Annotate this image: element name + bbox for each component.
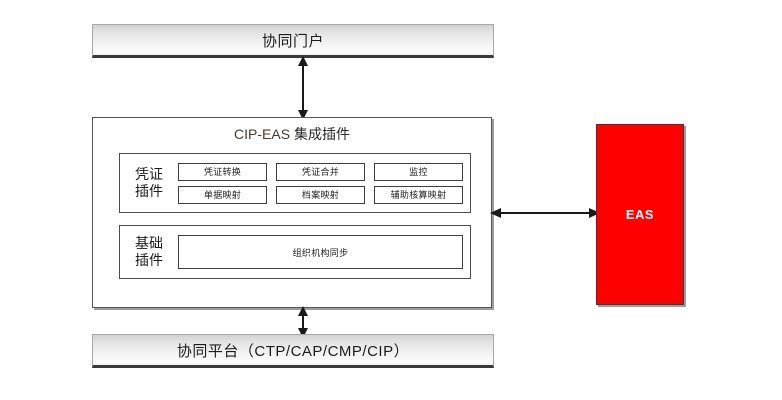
plugin-cell-bill-mapping[interactable]: 单据映射 bbox=[178, 185, 267, 204]
base-label-line-1: 基础 bbox=[135, 235, 163, 251]
plugin-cell-assist-accounting-mapping[interactable]: 辅助核算映射 bbox=[374, 185, 463, 204]
plugin-cell-voucher-convert[interactable]: 凭证转换 bbox=[178, 162, 267, 181]
plugin-cell-org-structure-sync[interactable]: 组织机构同步 bbox=[178, 235, 463, 269]
voucher-label-line-2: 插件 bbox=[135, 183, 163, 199]
portal-box-label: 协同门户 bbox=[261, 32, 324, 50]
plugin-cell-archive-mapping[interactable]: 档案映射 bbox=[276, 185, 365, 204]
voucher-plugin-group: 凭证 插件 凭证转换 凭证合并 监控 单据映射 档案映射 辅助核算映射 bbox=[119, 153, 471, 213]
main-title-cjk: 集成插件 bbox=[290, 126, 350, 142]
base-plugin-cells: 组织机构同步 bbox=[178, 231, 470, 273]
main-container-title: CIP-EAS 集成插件 bbox=[93, 124, 491, 144]
voucher-plugin-row-1: 凭证转换 凭证合并 监控 bbox=[178, 162, 463, 181]
voucher-plugin-group-label: 凭证 插件 bbox=[120, 166, 178, 200]
base-plugin-group-label: 基础 插件 bbox=[120, 235, 178, 269]
plugin-cell-monitor[interactable]: 监控 bbox=[374, 162, 463, 181]
main-title-latin: CIP-EAS bbox=[234, 126, 291, 142]
base-plugin-row-1: 组织机构同步 bbox=[178, 235, 463, 269]
portal-box: 协同门户 bbox=[92, 24, 494, 58]
plugin-cell-voucher-merge[interactable]: 凭证合并 bbox=[276, 162, 365, 181]
connector-main-to-eas bbox=[490, 208, 600, 218]
connector-portal-to-main bbox=[298, 56, 308, 120]
connector-main-to-platform bbox=[298, 306, 308, 338]
platform-box-label: 协同平台（CTP/CAP/CMP/CIP） bbox=[176, 342, 410, 360]
base-plugin-group: 基础 插件 组织机构同步 bbox=[119, 225, 471, 279]
eas-system-label: EAS bbox=[625, 207, 655, 222]
eas-system-box: EAS bbox=[596, 124, 684, 305]
voucher-label-line-1: 凭证 bbox=[135, 166, 163, 182]
main-container: CIP-EAS 集成插件 凭证 插件 凭证转换 凭证合并 监控 单据映射 档案映… bbox=[92, 117, 492, 308]
voucher-plugin-row-2: 单据映射 档案映射 辅助核算映射 bbox=[178, 185, 463, 204]
voucher-plugin-cells: 凭证转换 凭证合并 监控 单据映射 档案映射 辅助核算映射 bbox=[178, 159, 470, 208]
platform-box: 协同平台（CTP/CAP/CMP/CIP） bbox=[92, 334, 494, 368]
base-label-line-2: 插件 bbox=[135, 252, 163, 268]
